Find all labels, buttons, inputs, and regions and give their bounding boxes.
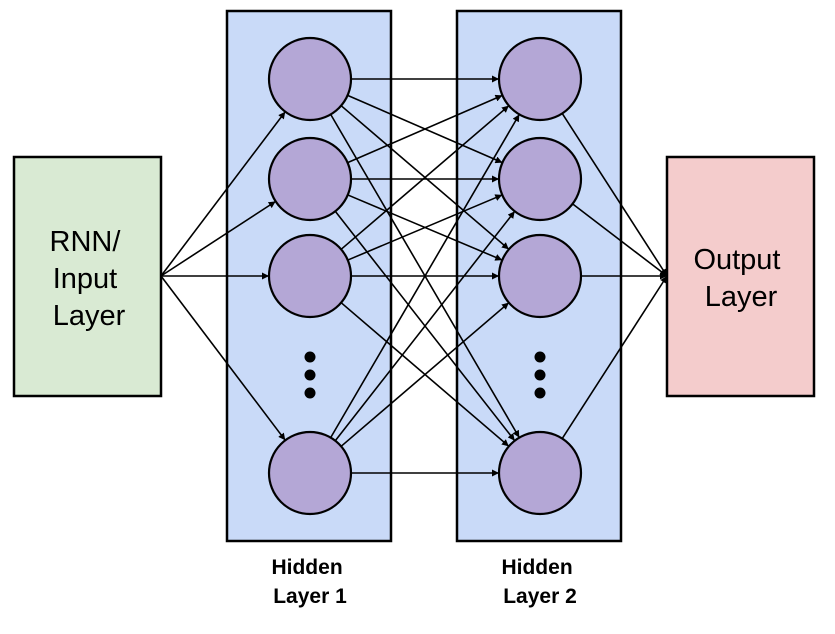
neuron-node	[267, 430, 353, 516]
hidden-layer-1-caption-line: Layer 1	[273, 585, 347, 608]
connection-arrow	[347, 94, 503, 164]
connection-arrow	[329, 114, 521, 438]
connection-arrow	[561, 113, 668, 277]
output-layer-label-line: Output	[693, 244, 780, 276]
neuron-node	[267, 233, 353, 319]
neuron-node	[497, 36, 583, 122]
output-layer-label-line: Layer	[705, 281, 778, 313]
connection-arrow	[160, 275, 286, 441]
connection-arrow	[160, 111, 286, 277]
hidden-layer-1-caption: Hidden Layer 1	[271, 556, 348, 608]
vertical-ellipsis-icon	[534, 351, 546, 399]
connection-arrow	[347, 194, 503, 261]
neuron-node	[267, 36, 353, 122]
input-layer-box	[12, 155, 163, 398]
output-layer-box	[665, 155, 816, 398]
neuron-node	[497, 233, 583, 319]
neurons-group	[267, 36, 583, 516]
connection-arrow	[340, 105, 510, 250]
input-layer-label: RNN/ Input Layer	[50, 226, 129, 332]
connection-arrow	[160, 200, 277, 277]
connection-arrow	[334, 210, 516, 442]
neuron-node	[497, 430, 583, 516]
hidden-layer-2-caption: Hidden Layer 2	[501, 556, 578, 608]
neuron-node	[497, 136, 583, 222]
input-layer-label-line: Layer	[53, 300, 126, 332]
hidden-layer-2-caption-line: Hidden	[501, 556, 572, 579]
input-layer-label-line: RNN/	[50, 226, 122, 258]
hidden-layer-2-caption-line: Layer 2	[503, 585, 577, 608]
connections-group	[160, 75, 668, 477]
vertical-ellipsis-icon	[304, 351, 316, 399]
hidden-layer-1-caption-line: Hidden	[271, 556, 342, 579]
connection-arrow	[572, 203, 668, 277]
output-layer-label: Output Layer	[693, 244, 788, 313]
connection-arrow	[340, 302, 510, 447]
neuron-node	[267, 136, 353, 222]
connection-arrow	[561, 275, 668, 439]
input-layer-label-line: Input	[53, 263, 118, 295]
